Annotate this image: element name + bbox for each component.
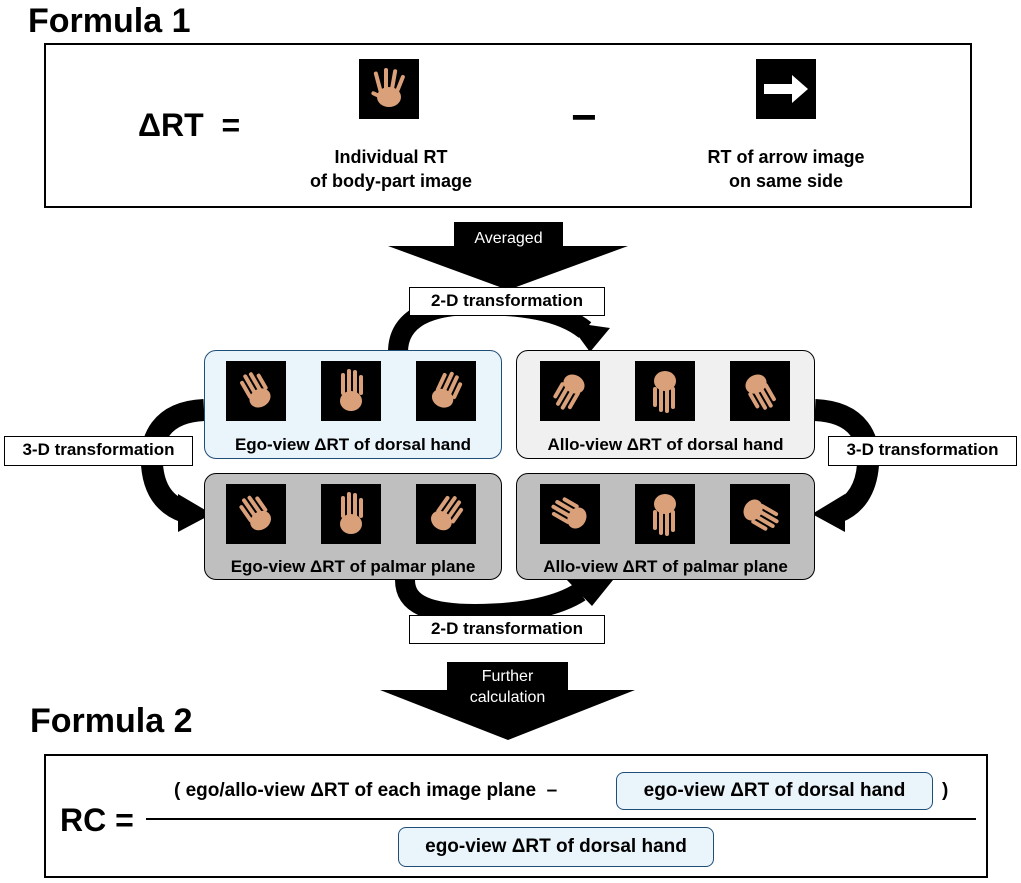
hand-icon [359, 59, 419, 119]
denominator-highlight: ego-view ΔRT of dorsal hand [398, 827, 714, 867]
panel-allo-dorsal-label: Allo-view ΔRT of dorsal hand [547, 435, 784, 454]
averaged-label: Averaged [474, 230, 543, 247]
hand-icon [730, 361, 790, 421]
hand-icon [226, 361, 286, 421]
bottom-2d-label: 2-D transformation [409, 615, 605, 644]
term1-text: Individual RT of body-part image [286, 145, 496, 193]
further-line1: Further [481, 668, 534, 685]
formula2-title: Formula 2 [30, 702, 193, 740]
arrow-right-icon [756, 59, 816, 119]
hand-icon [540, 484, 600, 544]
panel-ego-palmar-label: Ego-view ΔRT of palmar plane [230, 557, 476, 576]
formula1-box: ΔRT = Individual RT of body-part image −… [44, 43, 972, 208]
hand-icon [635, 361, 695, 421]
term2-line2: on same side [728, 171, 844, 191]
hand-icon [416, 484, 476, 544]
left-3d-label: 3-D transformation [4, 436, 193, 466]
panel-ego-dorsal-label: Ego-view ΔRT of dorsal hand [234, 435, 472, 454]
fraction-bar [146, 818, 976, 820]
averaged-arrow [388, 222, 628, 290]
term2-text: RT of arrow image on same side [676, 145, 896, 193]
numerator-close: ) [942, 780, 949, 801]
term2-line1: RT of arrow image [707, 147, 865, 167]
hand-icon [635, 484, 695, 544]
delta-rt-lhs: ΔRT = [138, 107, 241, 143]
further-line2: calculation [469, 689, 546, 706]
top-2d-label: 2-D transformation [409, 287, 605, 316]
hand-icon [416, 361, 476, 421]
hand-icon [321, 361, 381, 421]
further-arrow [380, 662, 635, 740]
hand-icon [321, 484, 381, 544]
hand-icon [226, 484, 286, 544]
right-3d-label: 3-D transformation [828, 436, 1017, 466]
term1-line1: Individual RT [334, 147, 448, 167]
term1-line2: of body-part image [309, 171, 472, 191]
hand-icon [540, 361, 600, 421]
hand-icon [730, 484, 790, 544]
formula1-title: Formula 1 [28, 2, 191, 40]
numerator-highlight: ego-view ΔRT of dorsal hand [616, 772, 933, 810]
minus-operator: − [571, 93, 597, 142]
rc-lhs: RC = [60, 802, 134, 838]
formula2-box: RC = ( ego/allo-view ΔRT of each image p… [44, 754, 988, 878]
numerator-text: ( ego/allo-view ΔRT of each image plane … [174, 780, 558, 801]
further-label: Further calculation [447, 666, 568, 708]
panel-allo-palmar-label: Allo-view ΔRT of palmar plane [543, 557, 788, 576]
bottom-2d-arrow [395, 579, 586, 625]
